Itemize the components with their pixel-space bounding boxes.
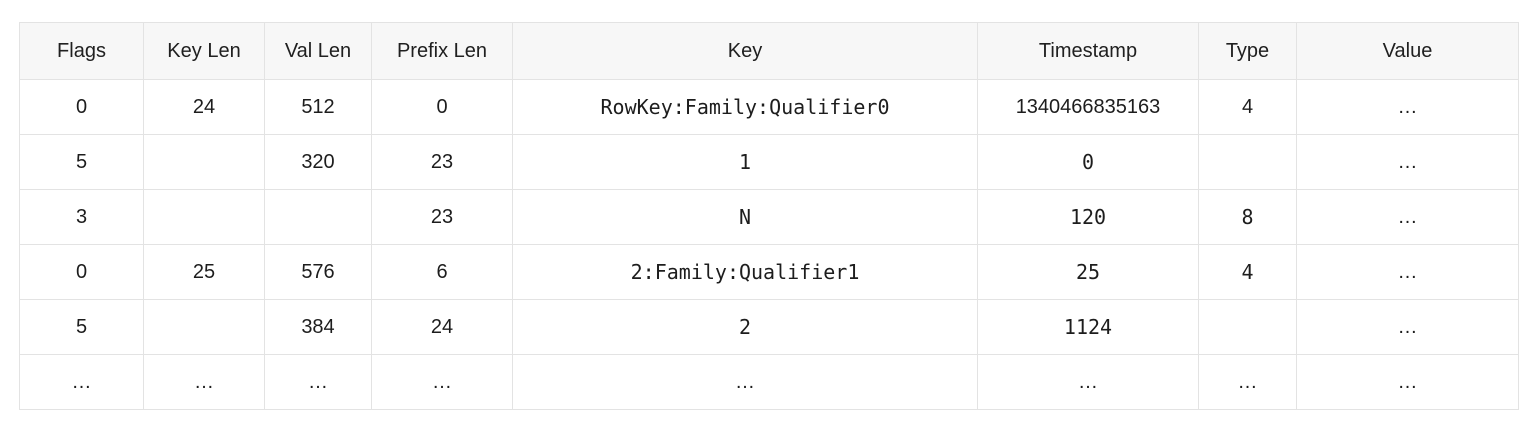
table-row: 3 23 N 120 8 … — [19, 189, 1519, 245]
cell-timestamp: … — [977, 354, 1199, 410]
cell-key-len: … — [143, 354, 265, 410]
table-body: 0 24 512 0 RowKey:Family:Qualifier0 1340… — [19, 79, 1519, 410]
cell-prefix-len: 24 — [371, 299, 513, 355]
cell-timestamp: 25 — [977, 244, 1199, 300]
cell-value: … — [1296, 134, 1519, 190]
table-row: 5 384 24 2 1124 … — [19, 299, 1519, 355]
cell-type: 4 — [1198, 79, 1297, 135]
cell-key: RowKey:Family:Qualifier0 — [512, 79, 978, 135]
column-header-key: Key — [512, 22, 978, 80]
cell-flags: 5 — [19, 299, 144, 355]
table-row: 0 25 576 6 2:Family:Qualifier1 25 4 … — [19, 244, 1519, 300]
cell-val-len: 512 — [264, 79, 372, 135]
column-header-val-len: Val Len — [264, 22, 372, 80]
cell-timestamp: 1124 — [977, 299, 1199, 355]
cell-type — [1198, 134, 1297, 190]
column-header-flags: Flags — [19, 22, 144, 80]
cell-value: … — [1296, 79, 1519, 135]
cell-key: 2 — [512, 299, 978, 355]
hfile-keyvalue-layout-table: Flags Key Len Val Len Prefix Len Key Tim… — [19, 22, 1519, 410]
cell-flags: 0 — [19, 244, 144, 300]
cell-value: … — [1296, 244, 1519, 300]
cell-prefix-len: 0 — [371, 79, 513, 135]
table-row: 0 24 512 0 RowKey:Family:Qualifier0 1340… — [19, 79, 1519, 135]
header-row: Flags Key Len Val Len Prefix Len Key Tim… — [19, 22, 1519, 80]
cell-type: 4 — [1198, 244, 1297, 300]
column-header-timestamp: Timestamp — [977, 22, 1199, 80]
cell-key-len — [143, 134, 265, 190]
cell-val-len — [264, 189, 372, 245]
cell-prefix-len: 6 — [371, 244, 513, 300]
cell-val-len: 576 — [264, 244, 372, 300]
cell-key-len: 24 — [143, 79, 265, 135]
cell-value: … — [1296, 189, 1519, 245]
cell-prefix-len: … — [371, 354, 513, 410]
table-header: Flags Key Len Val Len Prefix Len Key Tim… — [19, 22, 1519, 80]
cell-key: N — [512, 189, 978, 245]
cell-key-len — [143, 189, 265, 245]
cell-val-len: … — [264, 354, 372, 410]
cell-prefix-len: 23 — [371, 189, 513, 245]
cell-val-len: 320 — [264, 134, 372, 190]
table-row: 5 320 23 1 0 … — [19, 134, 1519, 190]
column-header-value: Value — [1296, 22, 1519, 80]
cell-key-len: 25 — [143, 244, 265, 300]
cell-value: … — [1296, 299, 1519, 355]
cell-key: … — [512, 354, 978, 410]
cell-type — [1198, 299, 1297, 355]
column-header-type: Type — [1198, 22, 1297, 80]
cell-key: 1 — [512, 134, 978, 190]
table-row-ellipsis: … … … … … … … … — [19, 354, 1519, 410]
cell-type: 8 — [1198, 189, 1297, 245]
cell-flags: 5 — [19, 134, 144, 190]
cell-flags: 0 — [19, 79, 144, 135]
cell-prefix-len: 23 — [371, 134, 513, 190]
column-header-key-len: Key Len — [143, 22, 265, 80]
cell-key: 2:Family:Qualifier1 — [512, 244, 978, 300]
cell-timestamp: 1340466835163 — [977, 79, 1199, 135]
cell-timestamp: 120 — [977, 189, 1199, 245]
cell-val-len: 384 — [264, 299, 372, 355]
cell-key-len — [143, 299, 265, 355]
table-container: Flags Key Len Val Len Prefix Len Key Tim… — [19, 22, 1519, 410]
cell-type: … — [1198, 354, 1297, 410]
cell-value: … — [1296, 354, 1519, 410]
cell-flags: 3 — [19, 189, 144, 245]
cell-timestamp: 0 — [977, 134, 1199, 190]
cell-flags: … — [19, 354, 144, 410]
column-header-prefix-len: Prefix Len — [371, 22, 513, 80]
